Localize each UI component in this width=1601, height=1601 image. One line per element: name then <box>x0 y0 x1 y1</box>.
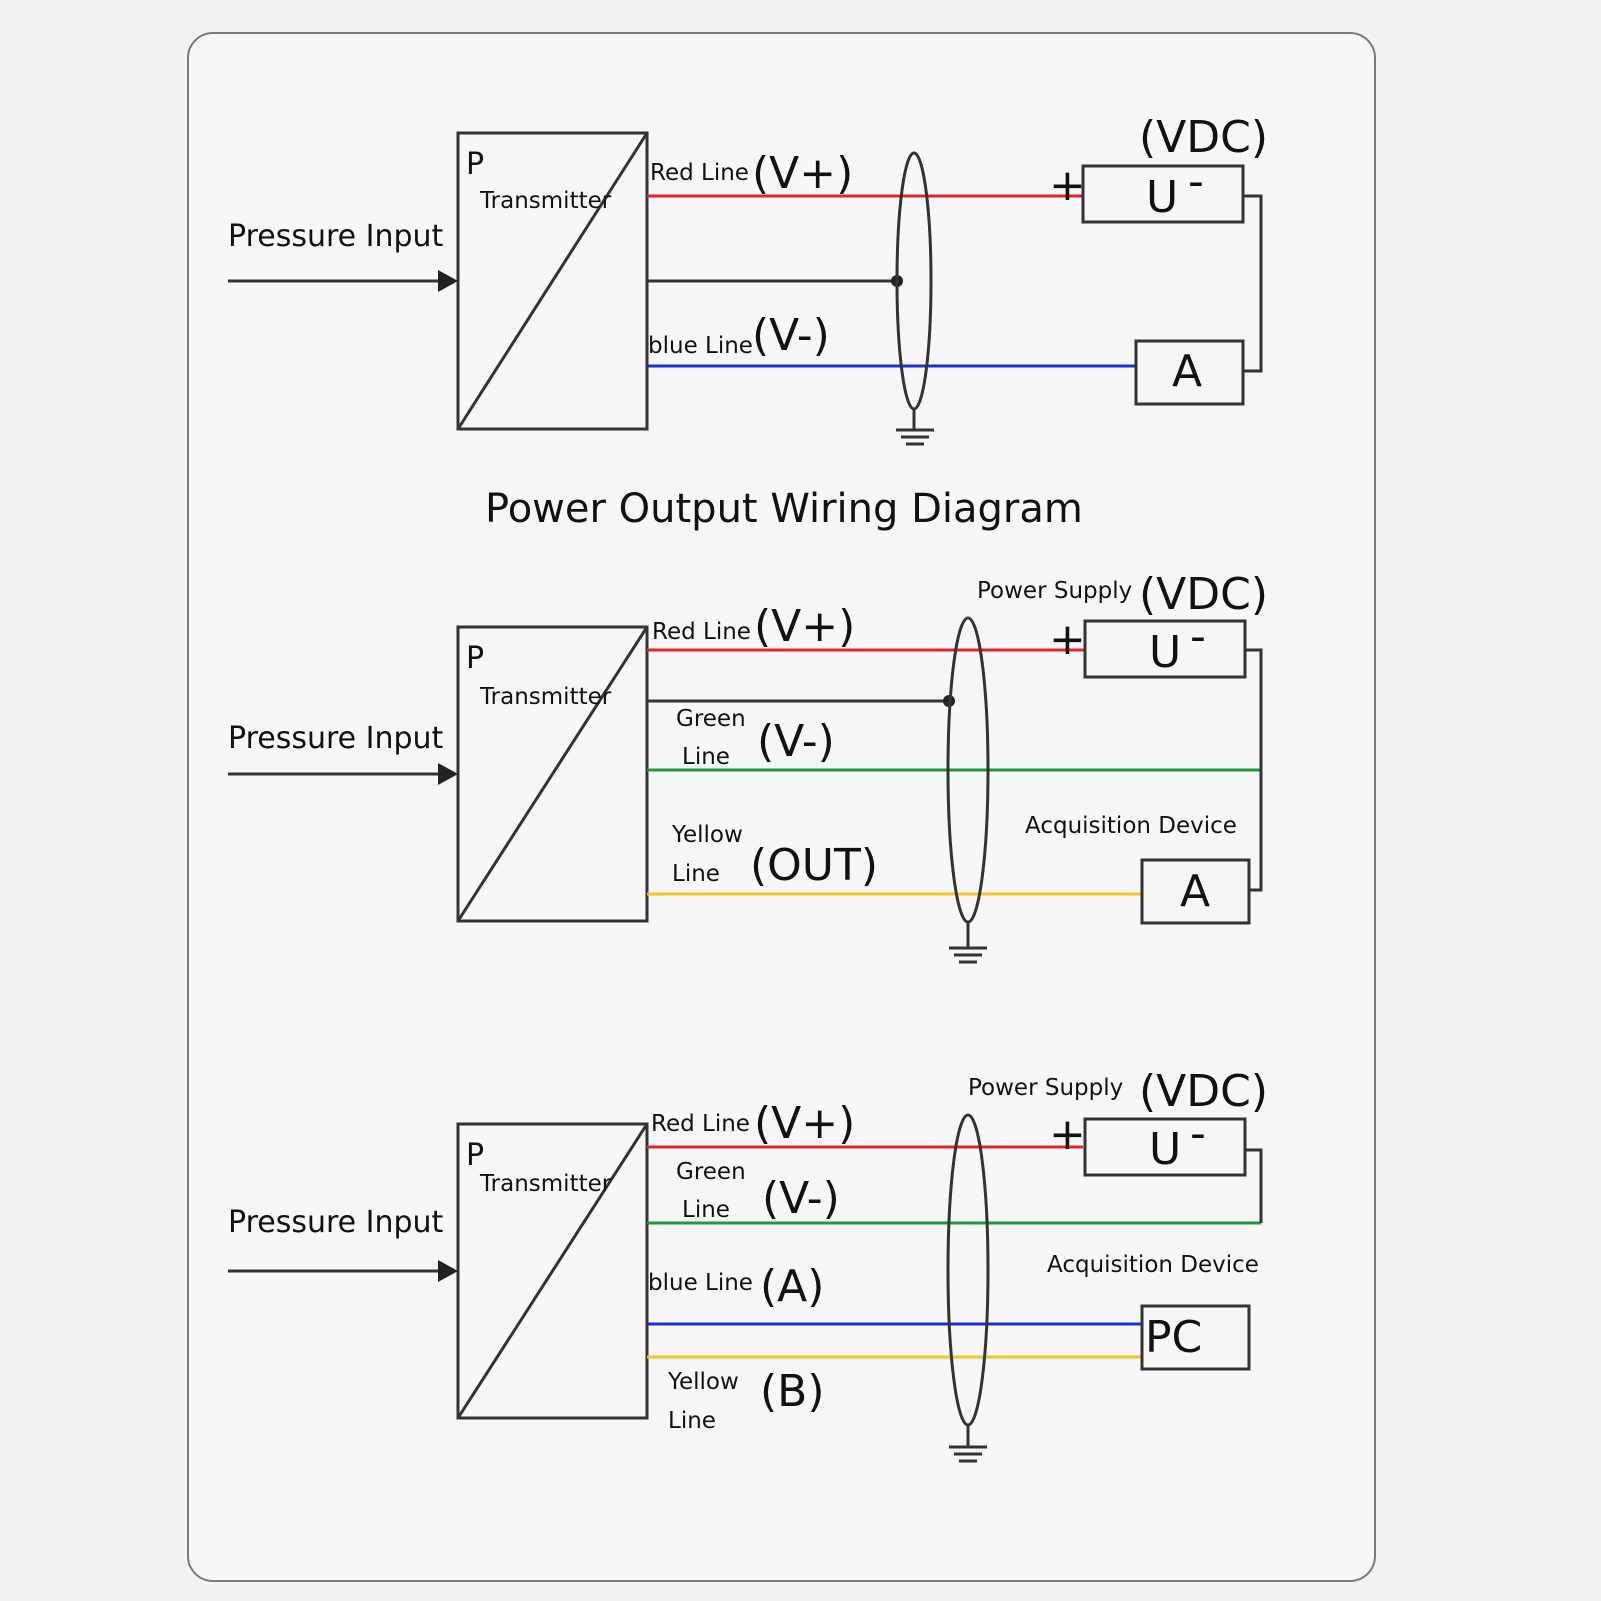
acquisition-device-label: Acquisition Device <box>1047 1252 1259 1278</box>
a-tag: (A) <box>760 1261 824 1312</box>
power-supply-box <box>1081 164 1245 224</box>
transmitter-label: Transmitter <box>479 684 612 710</box>
transmitter-box <box>456 625 649 923</box>
transmitter-diagonal <box>456 626 649 922</box>
v-minus-tag: (V-) <box>757 716 835 767</box>
diagram-2: Pressure Input P Transmitter Red Line (V… <box>228 569 1268 964</box>
pc-box <box>1140 1304 1251 1371</box>
red-line-label: Red Line <box>652 619 751 645</box>
pressure-input-label: Pressure Input <box>228 721 444 756</box>
pressure-input-arrowhead <box>438 270 458 292</box>
cable-shield-ellipse <box>946 1113 990 1427</box>
blue-line-label: blue Line <box>648 1270 753 1296</box>
v-plus-tag: (V+) <box>754 1098 855 1149</box>
green-line-label-2: Line <box>682 1197 730 1223</box>
pressure-input-label: Pressure Input <box>228 1205 444 1240</box>
device-label: A <box>1180 866 1210 917</box>
plus-terminal-sign: + <box>1049 1109 1086 1160</box>
yellow-line-label-2: Line <box>668 1408 716 1434</box>
diagram-3: Pressure Input P Transmitter Red Line (V… <box>228 1066 1268 1463</box>
red-line-label: Red Line <box>650 160 749 186</box>
yellow-line-label-1: Yellow <box>667 1369 739 1395</box>
plus-terminal-sign: + <box>1049 160 1086 211</box>
v-plus-tag: (V+) <box>754 601 855 652</box>
vdc-label: (VDC) <box>1139 112 1268 163</box>
green-line-label-1: Green <box>676 706 746 732</box>
transmitter-label: Transmitter <box>479 1171 612 1197</box>
v-minus-tag: (V-) <box>762 1173 840 1224</box>
supply-minus-sign: - <box>1188 156 1204 207</box>
out-tag: (OUT) <box>750 840 878 891</box>
red-line-label: Red Line <box>651 1111 750 1137</box>
transmitter-p-symbol: P <box>466 1138 484 1173</box>
pressure-input-label: Pressure Input <box>228 219 444 254</box>
supply-u-symbol: U <box>1146 172 1178 223</box>
power-supply-label: Power Supply <box>968 1075 1123 1101</box>
supply-green-link <box>1245 1148 1263 1223</box>
plus-terminal-sign: + <box>1049 614 1086 665</box>
green-line-label-1: Green <box>676 1159 746 1185</box>
power-supply-label: Power Supply <box>977 578 1132 604</box>
green-line-label-2: Line <box>682 744 730 770</box>
supply-u-symbol: U <box>1149 627 1181 678</box>
transmitter-diagonal <box>456 1123 649 1419</box>
yellow-line-label-2: Line <box>672 861 720 887</box>
pressure-input-arrowhead <box>438 763 458 785</box>
transmitter-p-symbol: P <box>466 641 484 676</box>
acquisition-device-label: Acquisition Device <box>1025 813 1237 839</box>
pressure-input-arrowhead <box>438 1260 458 1282</box>
v-plus-tag: (V+) <box>752 148 853 199</box>
supply-minus-sign: - <box>1190 1108 1206 1159</box>
transmitter-p-symbol: P <box>466 147 484 182</box>
blue-line-label: blue Line <box>648 333 753 359</box>
page-title: Power Output Wiring Diagram <box>485 486 1083 532</box>
diagram-1: Pressure Input P Transmitter Red Line (V… <box>228 112 1268 446</box>
transmitter-label: Transmitter <box>479 188 612 214</box>
vdc-label: (VDC) <box>1139 1066 1268 1117</box>
supply-device-link <box>1243 194 1263 373</box>
yellow-line-label-1: Yellow <box>671 822 743 848</box>
supply-minus-sign: - <box>1190 611 1206 662</box>
pc-label: PC <box>1145 1312 1202 1363</box>
transmitter-box <box>456 1122 649 1420</box>
vdc-label: (VDC) <box>1139 569 1268 620</box>
v-minus-tag: (V-) <box>752 310 830 361</box>
b-tag: (B) <box>760 1366 825 1417</box>
supply-device-link <box>1245 648 1263 892</box>
power-supply-box <box>1083 1117 1247 1177</box>
ammeter-label: A <box>1172 346 1202 397</box>
supply-u-symbol: U <box>1149 1124 1181 1175</box>
transmitter-diagonal <box>456 132 649 430</box>
